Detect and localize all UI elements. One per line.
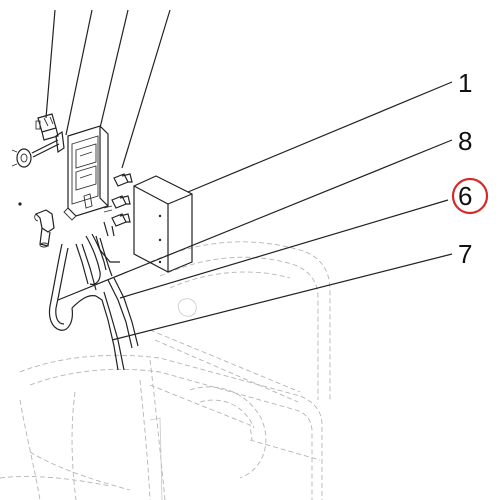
leader-6 [119, 199, 449, 299]
highlight-ring [451, 177, 489, 215]
leader-1 [187, 81, 453, 193]
callout-8: 8 [458, 126, 472, 156]
hose-elbow [34, 209, 55, 248]
callout-1: 1 [458, 68, 472, 98]
callout-7: 7 [458, 239, 472, 269]
callout-6: 6 [458, 181, 472, 211]
callout-leaders [57, 81, 453, 341]
enclosure-outline [0, 241, 331, 500]
control-module [133, 175, 193, 273]
upper-leader-lines [45, 9, 171, 169]
callout-labels: 1 8 6 7 [458, 68, 472, 269]
marker-dot [18, 202, 22, 206]
rocker-switch [35, 113, 59, 141]
wire-harness [48, 221, 139, 371]
leader-8 [57, 139, 453, 301]
connectors [103, 173, 133, 227]
knob [11, 139, 60, 168]
terminal-block [63, 125, 109, 221]
leader-7 [111, 253, 453, 341]
small-clip [55, 130, 65, 154]
